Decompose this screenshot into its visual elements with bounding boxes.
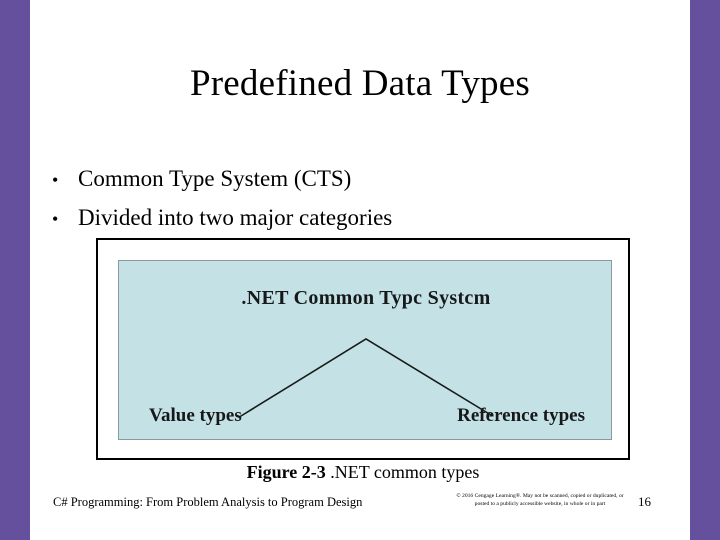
list-item: • Divided into two major categories (52, 199, 652, 238)
diagram-root-node-label: .NET Common Typc Systcm (241, 287, 491, 309)
diagram-connector-lines (240, 338, 492, 417)
decorative-right-bar (690, 0, 720, 540)
figure-caption: Figure 2-3 .NET common types (96, 462, 630, 483)
bullet-point-icon: • (52, 170, 59, 190)
diagram-leaf-node-value-types: Value types (149, 405, 242, 426)
footer-page-number: 16 (638, 494, 651, 509)
page-title: Predefined Data Types (190, 63, 530, 104)
bullet-list: • Common Type System (CTS) • Divided int… (52, 160, 652, 238)
figure-caption-number: Figure 2-3 (246, 462, 326, 482)
decorative-left-bar (0, 0, 30, 540)
footer-copyright-notice: © 2016 Cengage Learning®. May not be sca… (456, 493, 624, 508)
footer-book-title: C# Programming: From Problem Analysis to… (53, 495, 363, 509)
figure-caption-text: .NET common types (325, 462, 480, 482)
figure-image-frame: .NET Common Typc Systcm Value types Refe… (96, 238, 630, 460)
figure-diagram-canvas: .NET Common Typc Systcm Value types Refe… (118, 260, 612, 440)
bullet-point-icon: • (52, 209, 59, 229)
list-item-label: Divided into two major categories (78, 205, 393, 230)
diagram-leaf-node-reference-types: Reference types (457, 405, 585, 426)
list-item-label: Common Type System (CTS) (78, 166, 352, 191)
list-item: • Common Type System (CTS) (52, 160, 652, 199)
